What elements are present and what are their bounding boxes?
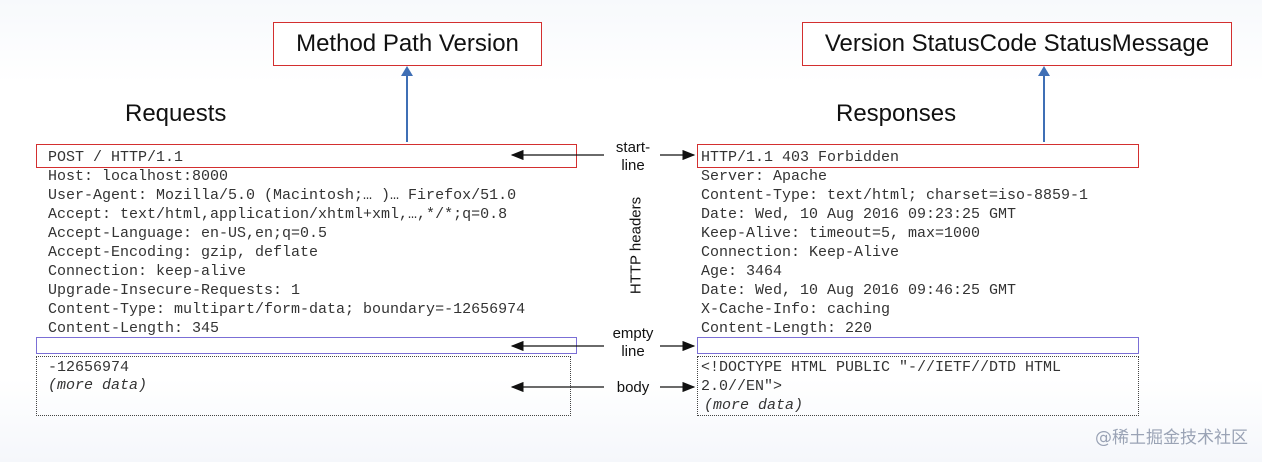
request-header-line: Accept-Encoding: gzip, deflate (48, 244, 319, 261)
empty-line-label: empty line (600, 325, 666, 361)
response-body-more: (more data) (704, 397, 804, 414)
response-header-line: Age: 3464 (701, 263, 783, 280)
request-header-line: Upgrade-Insecure-Requests: 1 (48, 282, 301, 299)
request-header-line: Host: localhost:8000 (48, 168, 229, 185)
request-header-line: Content-Length: 345 (48, 320, 220, 337)
response-body-box (697, 356, 1139, 416)
start-line-label-part: line (621, 157, 645, 174)
request-header-line: Accept: text/html,application/xhtml+xml,… (48, 206, 508, 223)
request-header-line: Connection: keep-alive (48, 263, 247, 280)
response-header-line: Connection: Keep-Alive (701, 244, 900, 261)
response-header-line: Date: Wed, 10 Aug 2016 09:23:25 GMT (701, 206, 1017, 223)
request-start-line-box (36, 144, 577, 168)
request-header-line: User-Agent: Mozilla/5.0 (Macintosh;… )… … (48, 187, 517, 204)
empty-line-label-part: line (621, 343, 645, 360)
response-empty-line-box (697, 337, 1139, 354)
response-start-line: HTTP/1.1 403 Forbidden (701, 149, 900, 166)
start-line-label: start- line (600, 139, 666, 175)
request-body-more: (more data) (48, 377, 148, 394)
response-start-line-box (697, 144, 1139, 168)
method-path-version-arrowhead (401, 66, 413, 76)
request-body-box (36, 356, 571, 416)
responses-heading: Responses (836, 100, 957, 127)
response-header-line: Keep-Alive: timeout=5, max=1000 (701, 225, 981, 242)
empty-line-label-part: empty (612, 325, 654, 342)
watermark: @稀土掘金技术社区 (1095, 428, 1248, 448)
response-header-line: X-Cache-Info: caching (701, 301, 891, 318)
response-body-line: <!DOCTYPE HTML PUBLIC "-//IETF//DTD HTML (701, 359, 1062, 376)
requests-heading: Requests (125, 100, 227, 127)
response-header-line: Content-Type: text/html; charset=iso-885… (701, 187, 1089, 204)
start-line-label-part: start- (615, 139, 651, 156)
request-start-line: POST / HTTP/1.1 (48, 149, 184, 166)
status-line-arrowhead (1038, 66, 1050, 76)
request-body-line: -12656974 (48, 359, 130, 376)
response-header-line: Server: Apache (701, 168, 828, 185)
response-header-line: Date: Wed, 10 Aug 2016 09:46:25 GMT (701, 282, 1017, 299)
version-statuscode-statusmessage-label: Version StatusCode StatusMessage (802, 22, 1232, 66)
request-header-line: Accept-Language: en-US,en;q=0.5 (48, 225, 328, 242)
request-header-line: Content-Type: multipart/form-data; bound… (48, 301, 526, 318)
response-header-line: Content-Length: 220 (701, 320, 873, 337)
response-body-line: 2.0//EN"> (701, 378, 783, 395)
body-label: body (616, 379, 650, 396)
method-path-version-label: Method Path Version (273, 22, 542, 66)
